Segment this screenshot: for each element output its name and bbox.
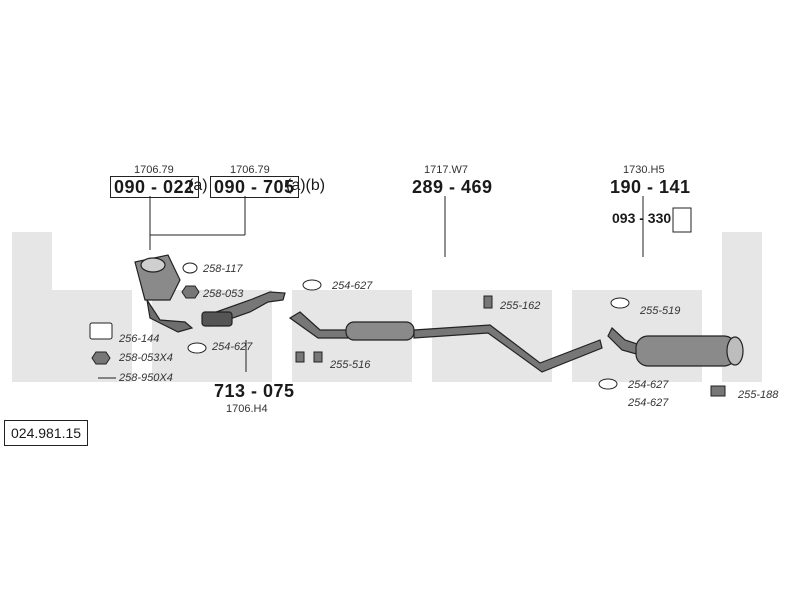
group-ref-label: 1706.79 — [134, 164, 174, 176]
part-code-box[interactable]: 090 - 705 — [210, 176, 299, 198]
group-ref-label: 1717.W7 — [424, 164, 469, 176]
part-label: 254-627 — [332, 280, 373, 292]
part-code[interactable]: 190 - 141 — [610, 177, 691, 197]
gasket-part — [89, 262, 630, 390]
part-label: 254-627 — [628, 397, 669, 409]
variant-suffix: (a) — [188, 177, 208, 194]
part-label: 258-053 — [203, 288, 244, 300]
part-label: 254-627 — [628, 379, 669, 391]
part-label: 255-188 — [738, 389, 779, 401]
variant-suffix: (a)(b) — [286, 177, 326, 194]
part-label: 255-516 — [330, 359, 371, 371]
part-label: 255-162 — [500, 300, 541, 312]
part-code[interactable]: 713 - 075 — [214, 381, 295, 401]
part-label: 258-117 — [203, 263, 243, 275]
part-code-box[interactable]: 090 - 022 — [110, 176, 199, 198]
part-label: 254-627 — [212, 341, 253, 353]
group-ref-label: 1706.H4 — [226, 403, 268, 415]
hanger-parts — [295, 207, 726, 397]
part-code[interactable]: 289 - 469 — [412, 177, 493, 197]
catalogue-reference: 024.981.15 — [4, 420, 89, 446]
part-label: 255-519 — [640, 305, 681, 317]
part-label: 256-144 — [119, 333, 160, 345]
part-code[interactable]: 093 - 330 — [612, 210, 672, 226]
group-ref-label: 1730.H5 — [623, 164, 665, 176]
front-pipe — [201, 291, 286, 327]
rear-muffler — [607, 327, 744, 367]
leader-lines — [149, 196, 644, 372]
middle-muffler — [288, 311, 603, 373]
group-ref-label: 1706.79 — [230, 164, 270, 176]
catalytic-converter — [134, 254, 194, 333]
part-label: 258-053X4 — [119, 352, 173, 364]
part-label: 258-950X4 — [119, 372, 173, 384]
